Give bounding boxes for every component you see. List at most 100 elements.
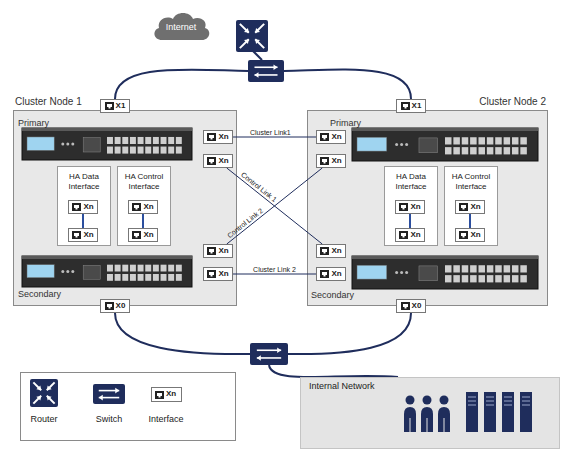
- drawing-part: [445, 137, 452, 144]
- switch-icon: [250, 343, 288, 365]
- drawing-part: [107, 265, 113, 272]
- drawing-part: [108, 107, 110, 109]
- port-glyph: [320, 247, 329, 255]
- drawing-part: [105, 102, 114, 110]
- firewall-appliance: [22, 256, 192, 287]
- drawing-part: [352, 128, 538, 131]
- drawing-part: [486, 405, 494, 406]
- drawing-part: [405, 143, 408, 146]
- interface-label: X1: [116, 102, 126, 110]
- drawing-part: [176, 274, 182, 281]
- drawing-part: [486, 401, 494, 402]
- interface-box: Xn: [203, 244, 233, 258]
- drawing-part: [453, 147, 460, 154]
- drawing-part: [209, 249, 214, 252]
- drawing-part: [76, 208, 78, 210]
- drawing-part: [161, 265, 167, 272]
- drawing-part: [419, 266, 438, 281]
- link-label: Control Link 1: [239, 171, 277, 203]
- drawing-part: [322, 272, 327, 275]
- drawing-part: [105, 302, 114, 310]
- drawing-part: [136, 236, 138, 238]
- drawing-part: [357, 137, 387, 151]
- drawing-part: [108, 307, 110, 309]
- interface-label: Xn: [218, 157, 228, 165]
- drawing-part: [122, 147, 128, 154]
- drawing-part: [244, 39, 249, 44]
- drawing-part: [99, 397, 119, 399]
- port-glyph: [207, 270, 216, 278]
- drawing-part: [93, 384, 125, 404]
- drawing-part: [399, 231, 408, 239]
- ha-interface-box: HA Data InterfaceXnXn: [384, 166, 438, 246]
- drawing-part: [27, 137, 54, 150]
- drawing-part: [27, 265, 54, 278]
- drawing-part: [138, 147, 144, 154]
- interface-box: Xn: [395, 200, 425, 214]
- drawing-part: [115, 388, 119, 394]
- drawing-part: [168, 265, 174, 272]
- interface-box: Xn: [128, 200, 158, 214]
- drawing-part: [72, 203, 81, 211]
- network-wire: [288, 313, 411, 354]
- ha-link-line: [469, 214, 471, 228]
- drawing-part: [320, 157, 329, 165]
- drawing-part: [487, 137, 494, 144]
- drawing-part: [22, 128, 192, 131]
- drawing-part: [487, 275, 494, 282]
- drawing-part: [512, 147, 519, 154]
- drawing-part: [495, 137, 502, 144]
- interface-label: Xn: [470, 203, 480, 211]
- port-glyph: [320, 270, 329, 278]
- internal-network-box: Internal Network: [300, 377, 560, 449]
- drawing-part: [153, 147, 159, 154]
- drawing-part: [504, 265, 511, 272]
- drawing-part: [255, 39, 260, 44]
- drawing-part: [130, 137, 136, 144]
- drawing-part: [30, 379, 58, 407]
- port-icon: [320, 133, 329, 141]
- drawing-part: [320, 133, 329, 141]
- server-icon: [484, 392, 496, 432]
- drawing-part: [122, 274, 128, 281]
- drawing-part: [47, 396, 55, 404]
- drawing-part: [495, 147, 502, 154]
- port-icon: [399, 231, 408, 239]
- drawing-part: [115, 137, 121, 144]
- drawing-part: [470, 275, 477, 282]
- port-glyph: [459, 231, 468, 239]
- drawing-part: [157, 393, 162, 396]
- interface-label: Xn: [410, 203, 420, 211]
- drawing-part: [248, 60, 284, 82]
- drawing-part: [459, 231, 468, 239]
- internet-cloud: Internet: [150, 8, 212, 44]
- drawing-part: [478, 137, 485, 144]
- drawing-part: [395, 271, 398, 274]
- drawing-part: [277, 347, 281, 353]
- ha-interface-box: HA Control InterfaceXnXn: [117, 166, 171, 246]
- user-icon: [438, 396, 450, 433]
- drawing-part: [254, 66, 277, 68]
- drawing-part: [324, 162, 326, 164]
- ha-interface-box: HA Control InterfaceXnXn: [444, 166, 498, 246]
- interface-label: Xn: [83, 203, 93, 211]
- drawing-part: [71, 143, 74, 146]
- drawing-part: [468, 397, 476, 398]
- port-icon: [72, 231, 81, 239]
- drawing-part: [155, 391, 164, 399]
- port-icon: [207, 133, 216, 141]
- drawing-part: [22, 256, 192, 259]
- drawing-part: [470, 265, 477, 272]
- cluster-link-line: [227, 168, 322, 244]
- interface-box: Xn: [68, 228, 98, 242]
- cluster-node-box: Cluster Node 1PrimarySecondaryX1XnXnHA D…: [13, 110, 237, 306]
- network-wire: [284, 70, 411, 99]
- interface-box: Xn: [203, 130, 233, 144]
- port-glyph: [401, 302, 410, 310]
- drawing-part: [487, 147, 494, 154]
- interface-box: X1: [100, 99, 130, 113]
- drawing-part: [211, 162, 213, 164]
- drawing-part: [512, 275, 519, 282]
- unit-role-label: Secondary: [18, 289, 61, 299]
- server-icon: [466, 392, 478, 432]
